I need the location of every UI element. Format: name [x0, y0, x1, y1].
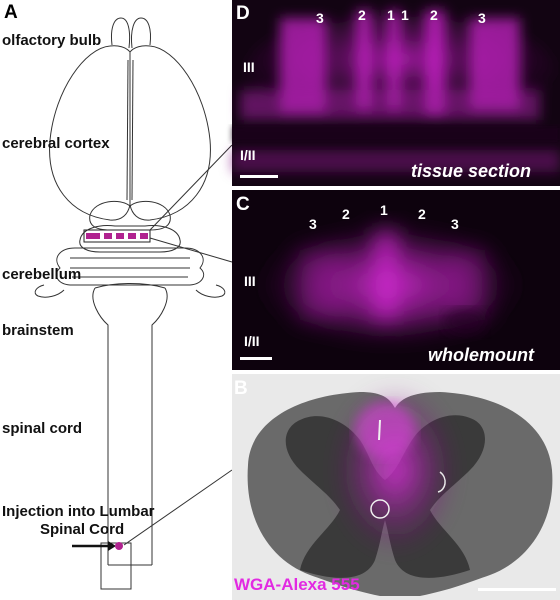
dorsal-fissure — [378, 419, 381, 441]
panel-d-stripe-label: 1 — [401, 7, 409, 23]
olfactory-bulb-shape — [111, 17, 151, 49]
label-injection-line1: Injection into Lumbar — [2, 503, 155, 520]
panel-c-layer-i-ii: I/II — [244, 333, 260, 349]
panel-d-scale-bar — [240, 175, 278, 178]
panel-c-stripe-label: 3 — [309, 216, 317, 232]
connector-to-d — [149, 144, 233, 231]
panel-c-stripe-label: 2 — [342, 206, 350, 222]
panel-d-layer-i-ii: I/II — [240, 147, 256, 163]
panel-d-stripe-label: 2 — [430, 7, 438, 23]
label-cerebellum: cerebellum — [2, 266, 81, 283]
cerebral-cortex-shape — [49, 45, 211, 221]
panel-c-scale-bar — [240, 357, 272, 360]
separator-d-c — [230, 186, 560, 190]
panel-d-stripe-label: 2 — [358, 7, 366, 23]
section-marker — [83, 229, 151, 243]
panel-c-letter: C — [236, 194, 250, 215]
panel-d-stripe-label: 1 — [387, 7, 395, 23]
panel-c-layer-iii: III — [244, 273, 256, 289]
panel-c-caption: wholemount — [428, 345, 535, 365]
separator-c-b — [230, 370, 560, 374]
label-brainstem: brainstem — [2, 322, 74, 339]
panel-b-caption: WGA-Alexa 555 — [234, 575, 360, 594]
label-cerebral-cortex: cerebral cortex — [2, 135, 110, 152]
injection-arrowhead — [108, 541, 116, 551]
connector-to-b — [123, 469, 233, 546]
panel-c-stripe-label: 1 — [380, 202, 388, 218]
panel-d-letter: D — [236, 3, 250, 24]
panel-d-stain — [232, 10, 560, 172]
injection-dot — [115, 542, 123, 550]
panel-c-stripe-label: 2 — [418, 206, 426, 222]
panel-a: A — [2, 2, 233, 590]
panel-c: C III I/II 3 2 1 2 3 wholemount — [232, 190, 560, 370]
ventral-structure — [437, 471, 446, 493]
label-olfactory-bulb: olfactory bulb — [2, 32, 101, 49]
central-canal — [370, 499, 390, 519]
panel-d-stripe-label: 3 — [478, 10, 486, 26]
label-spinal-cord: spinal cord — [2, 420, 82, 437]
brainstem-spinal-shape — [92, 283, 168, 590]
panel-d: D III I/II 3 2 1 1 2 3 tissue section — [232, 0, 560, 186]
connector-to-c — [149, 237, 233, 263]
panel-b-letter: B — [234, 378, 248, 399]
panel-d-layer-iii: III — [243, 59, 255, 75]
label-injection-line2: Spinal Cord — [40, 521, 124, 538]
panel-d-caption: tissue section — [411, 161, 531, 181]
panel-d-stripe-label: 3 — [316, 10, 324, 26]
panel-c-stripe-label: 3 — [451, 216, 459, 232]
panel-b-scale-bar — [478, 588, 556, 591]
panel-b: B WGA-Alexa 555 — [232, 374, 560, 600]
cerebellum-shape — [34, 200, 226, 298]
wga-dorsal-signal — [355, 402, 415, 458]
panel-a-letter: A — [4, 2, 18, 23]
